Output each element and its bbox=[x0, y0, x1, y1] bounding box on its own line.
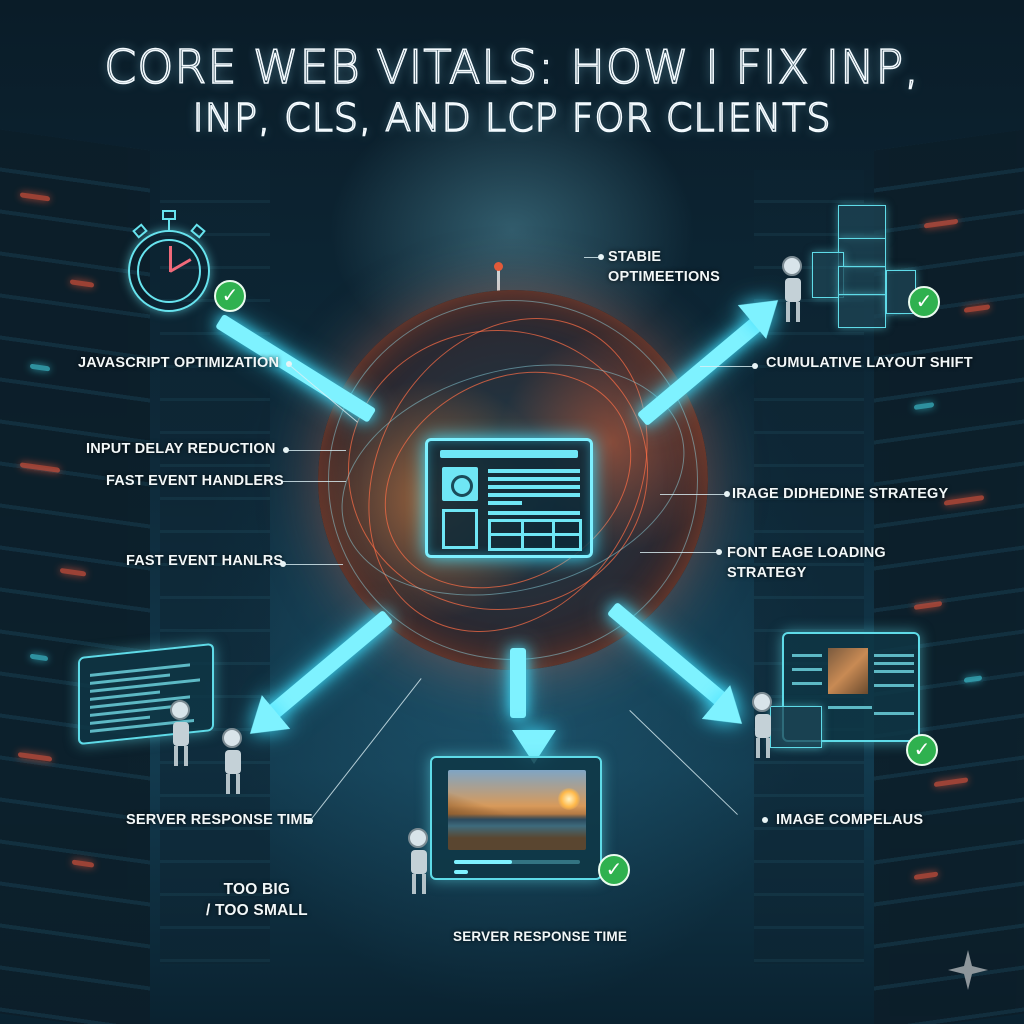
label-javascript-optimization: JavaScript Optimization bbox=[78, 355, 280, 371]
leader-line bbox=[584, 257, 600, 258]
webpage-wireframe-icon bbox=[425, 438, 593, 558]
robot-figure bbox=[408, 828, 430, 894]
leader-dot bbox=[598, 254, 604, 260]
label-too-big-too-small: Too Big / Too Small bbox=[206, 881, 308, 919]
label-fast-event-handlers-2: Fast Event Hanlrs bbox=[126, 553, 284, 569]
leader-line bbox=[283, 564, 343, 565]
label-image-compression: Image Compelaus bbox=[776, 812, 924, 828]
page-title-line-1: Core Web Vitals: How I Fix INP, bbox=[103, 39, 920, 95]
leader-line bbox=[286, 450, 346, 451]
cube-icon bbox=[838, 294, 886, 328]
leader-dot bbox=[762, 817, 768, 823]
leader-line bbox=[640, 552, 718, 553]
leader-line bbox=[660, 494, 726, 495]
code-panel bbox=[78, 642, 214, 746]
arrow-down bbox=[510, 648, 526, 718]
leader-line bbox=[282, 481, 346, 482]
label-server-response-time-bottom: Server Response Time bbox=[453, 929, 628, 944]
sun bbox=[558, 788, 580, 810]
cube-icon bbox=[838, 205, 886, 239]
cube-icon bbox=[838, 266, 886, 296]
leader-dot bbox=[724, 491, 730, 497]
box-icon bbox=[770, 706, 822, 748]
label-font-loading-strategy: Font Eage Loading Strategy bbox=[727, 545, 886, 581]
page-title-line-2: INP, CLS, and LCP for Clients bbox=[192, 95, 832, 141]
landscape-image bbox=[448, 770, 586, 850]
server-rack-right bbox=[874, 129, 1024, 1024]
progress-bar-track bbox=[454, 860, 580, 864]
robot-figure bbox=[782, 256, 804, 322]
label-stable-optimizations: Stabie Optimeetions bbox=[608, 249, 720, 285]
label-cumulative-layout-shift: Cumulative Layout Shift bbox=[766, 355, 973, 371]
robot-figure bbox=[752, 692, 774, 758]
progress-bar-fill bbox=[454, 860, 512, 864]
label-image-strategy: Irage Didhedine Strategy bbox=[732, 486, 949, 502]
label-server-response-time: Server Response Time bbox=[126, 812, 313, 828]
check-icon: ✓ bbox=[906, 734, 938, 766]
leader-dot bbox=[716, 549, 722, 555]
progress-bar-small bbox=[454, 870, 468, 874]
check-icon: ✓ bbox=[598, 854, 630, 886]
robot-figure bbox=[170, 700, 192, 766]
leader-line bbox=[700, 366, 754, 367]
cube-icon bbox=[838, 238, 886, 268]
stopwatch-icon bbox=[128, 210, 210, 312]
leader-dot bbox=[752, 363, 758, 369]
robot-figure bbox=[222, 728, 244, 794]
label-fast-event-handlers: Fast Event Handlers bbox=[106, 473, 284, 489]
label-input-delay-reduction: Input Delay Reduction bbox=[86, 441, 276, 457]
check-icon: ✓ bbox=[214, 280, 246, 312]
check-icon: ✓ bbox=[908, 286, 940, 318]
leader-dot bbox=[307, 818, 313, 824]
